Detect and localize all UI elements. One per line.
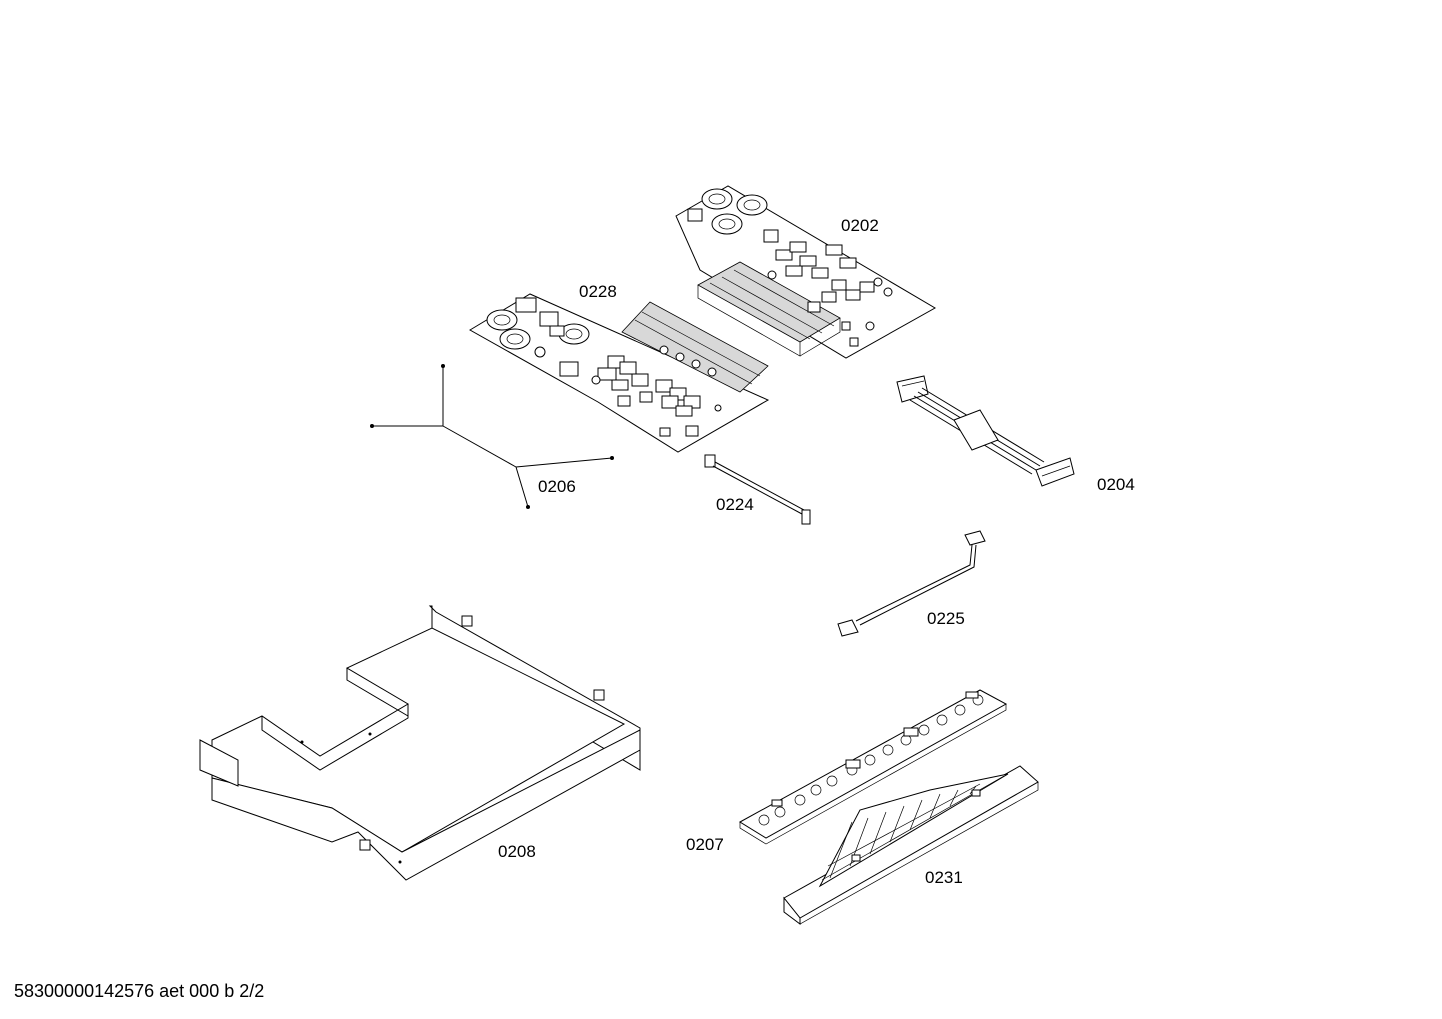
part-label-0231: 0231 — [925, 868, 963, 887]
part-0208-tray — [199, 605, 641, 881]
part-0202-power-board — [675, 185, 937, 359]
part-0204-ribbon-cable — [896, 375, 1075, 487]
part-0225-cable — [837, 530, 986, 637]
part-0224-cable — [704, 454, 811, 525]
part-label-0206: 0206 — [538, 477, 576, 496]
part-label-0207: 0207 — [686, 835, 724, 854]
part-label-0204: 0204 — [1097, 475, 1135, 494]
part-label-0208: 0208 — [498, 842, 536, 861]
part-label-0225: 0225 — [927, 609, 965, 628]
part-0228-power-board — [469, 293, 770, 453]
part-label-0202: 0202 — [841, 216, 879, 235]
document-id: 58300000142576 aet 000 b 2/2 — [14, 981, 265, 1001]
part-0231-holder — [783, 765, 1039, 925]
part-label-0224: 0224 — [716, 495, 754, 514]
part-0207-control-board — [739, 689, 1008, 845]
part-label-0228: 0228 — [579, 282, 617, 301]
part-0206-wire-assembly — [370, 364, 614, 509]
